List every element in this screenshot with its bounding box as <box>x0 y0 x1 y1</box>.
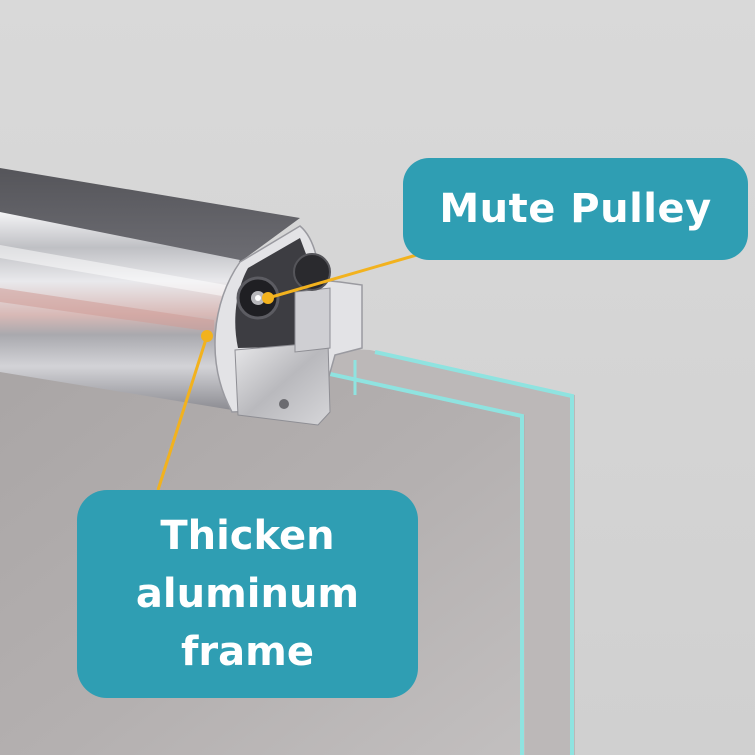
bracket-screw <box>279 399 289 409</box>
mute-pulley-callout: Mute Pulley <box>403 158 748 260</box>
front-glass-edge <box>329 372 524 755</box>
pulley-leader-line <box>267 252 421 300</box>
frame-leader-dot <box>201 330 213 342</box>
aluminum-frame-callout: Thicken aluminum frame <box>77 490 418 698</box>
rail-top-face <box>0 168 300 262</box>
frame-label-line-1: Thicken <box>160 513 335 559</box>
frame-label-line-3: frame <box>181 629 314 675</box>
rear-glass-edge <box>374 350 574 755</box>
mute-pulley-label: Mute Pulley <box>439 186 712 232</box>
frame-leader-line <box>156 335 209 491</box>
frame-label-line-2: aluminum <box>135 571 360 617</box>
pulley-wheel-rear <box>293 253 331 291</box>
hanging-bracket <box>234 341 331 426</box>
pulley-leader-dot <box>262 292 274 304</box>
